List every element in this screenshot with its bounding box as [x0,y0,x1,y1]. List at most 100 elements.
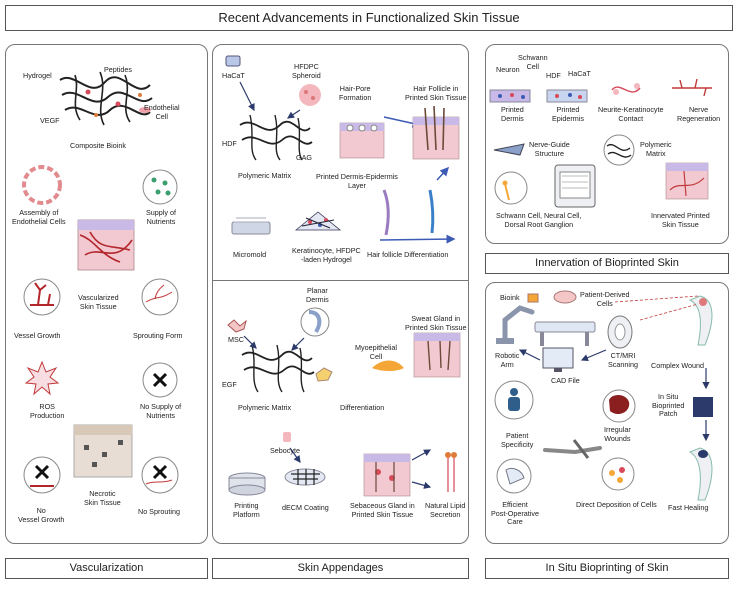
no-vessel-icon [23,456,61,494]
no-sprouting-label: No Sprouting [138,507,180,516]
decm-label: dECM Coating [282,503,329,512]
vessel-growth-icon [23,278,61,316]
polymeric-label: Polymeric Matrix [238,171,292,180]
sprouting-form-label: Sprouting Form [133,331,183,340]
schwann-dish-icon [494,171,528,205]
polymeric-matrix-icon [239,114,313,161]
neurite-contact-icon [611,83,641,95]
vessel-growth-label: Vessel Growth [14,331,61,340]
no-sprouting-icon [141,456,179,494]
complex-wound-leg-icon [688,295,713,346]
laden-hydrogel-icon [294,211,342,231]
efficient-care-icon [496,458,532,494]
follicle-diff-label: Hair follicle Differentiation [367,250,449,259]
hdf-label: HDF [222,139,237,148]
composite-bioink-label: Composite Bioink [70,141,126,150]
complex-wound-label: Complex Wound [651,361,705,370]
printing-platform-icon [228,472,266,496]
vascularized-tissue-block-icon [77,219,135,271]
caption-innervation: Innervation of Bioprinted Skin [485,253,729,274]
egf-label: EGF [222,380,237,389]
nerve-regeneration-icon [672,78,712,97]
scanner-bed-icon [534,321,596,346]
sebocyte-label: Sebocyte [270,446,300,455]
sprouting-icon [141,278,179,316]
caption-insitu: In Situ Bioprinting of Skin [485,558,729,579]
polymeric-matrix-3-icon [603,134,635,166]
bioprinted-patch-icon [693,397,713,417]
hair-follicle-tissue-icon [412,105,460,160]
bioink-syringe-icon [527,293,539,303]
ros-burst-icon [24,360,60,396]
robotic-arm-icon [496,305,535,344]
gag-label: GAG [296,153,312,162]
hacat-innerv-label: HaCaT [568,69,591,78]
vegf-label: VEGF [40,116,60,125]
differentiation-label: Differentiation [340,403,385,412]
direct-label: Direct Deposition of Cells [576,500,657,509]
no-supply-icon [142,362,178,398]
follicle-differentiation-icon [379,189,456,244]
insitu-panel [485,282,729,544]
cell-deposition-icon [601,457,635,491]
caption-vascularization: Vascularization [5,558,208,579]
printed-dermis-icon [489,89,531,103]
hacat-label: HaCaT [222,71,245,80]
msc-label: MSC [228,335,244,344]
composite-bioink-mesh-icon [59,71,153,126]
bioprinter-icon [554,164,596,208]
healing-label: Fast Healing [668,503,709,512]
msc-cell-icon [227,319,247,333]
patient-cells-dish-icon [553,290,577,304]
neuron-label: Neuron [496,65,520,74]
printed-layer-icon [339,122,385,159]
printed-epidermis-icon [546,89,588,103]
sebocyte-icon [283,432,291,442]
sweat-gland-tissue-icon [413,332,461,378]
patient-person-icon [494,380,534,420]
caption-appendages: Skin Appendages [212,558,469,579]
handheld-bioprinter-icon [543,439,602,459]
schwann-cells-label: Schwann Cell, Neural Cell,Dorsal Root Ga… [496,211,582,229]
innervation-panel [485,44,729,244]
nerve-guide-icon [493,143,525,156]
necrotic-tissue-block-icon [73,424,133,478]
micromold-label: Micromold [233,250,267,259]
keratinocyte-label: Keratinocyte, HFDPC-laden Hydrogel [292,246,361,264]
irregular-wound-icon [602,389,636,423]
decm-coating-icon [284,468,326,486]
hacat-cell-icon [225,55,241,67]
planar-dermis-icon [300,307,330,337]
innervated-tissue-icon [665,162,709,200]
polymeric-matrix-2-icon [241,344,315,393]
